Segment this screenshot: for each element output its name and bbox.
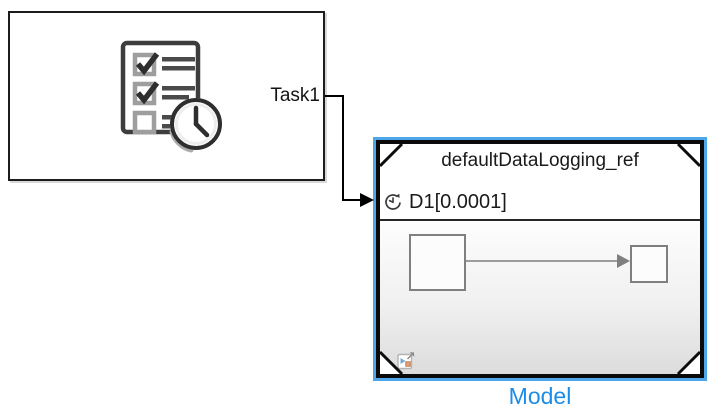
model-block-title: defaultDataLogging_ref (441, 150, 639, 171)
model-preview-badge-icon (397, 352, 415, 370)
schedule-port-label: D1[0.0001] (409, 190, 507, 213)
timer-icon (385, 193, 401, 210)
signal-wire-task1[interactable] (325, 95, 374, 207)
model-block-selection-outline: defaultDataLogging_ref D1[0.0001] (373, 137, 707, 381)
preview-outport-block (630, 245, 668, 283)
model-reference-block[interactable]: defaultDataLogging_ref D1[0.0001] (376, 140, 704, 378)
model-block-name-label[interactable]: Model (508, 383, 572, 409)
wire-arrowhead (360, 193, 374, 207)
task-checklist-clock-icon (120, 40, 222, 153)
model-content-preview (380, 219, 700, 374)
output-port-label-task1: Task1 (270, 85, 320, 106)
scheduler-block[interactable]: Task1 (8, 11, 325, 181)
schedule-port-row: D1[0.0001] (384, 188, 507, 216)
preview-subsystem-block (409, 234, 466, 291)
